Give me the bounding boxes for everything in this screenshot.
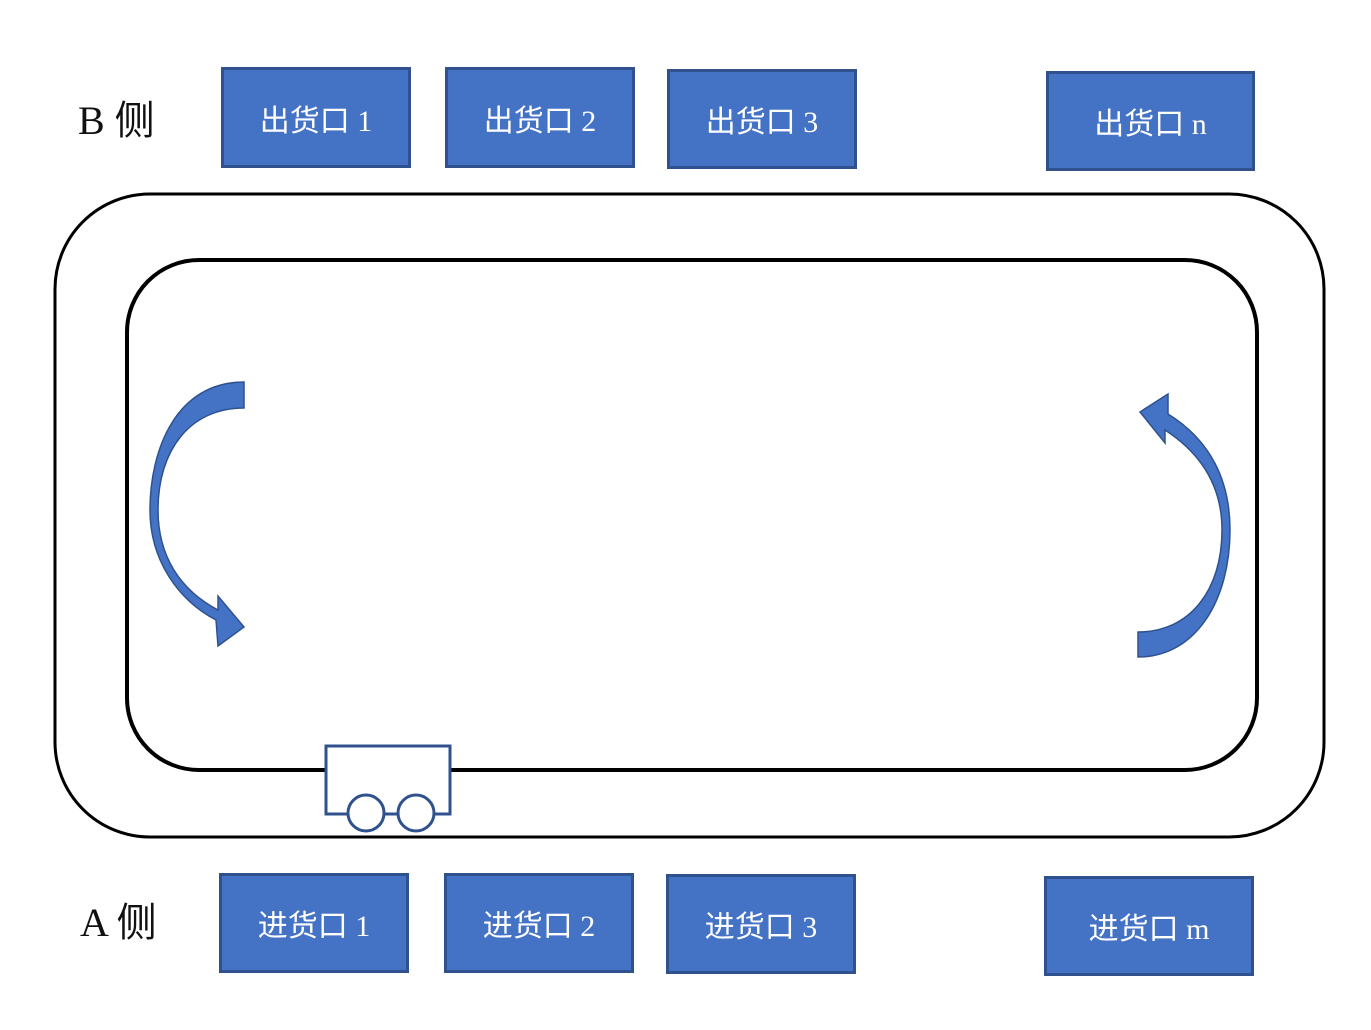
cart-wheel-right	[396, 793, 436, 833]
inlet-1: 进货口 1	[219, 873, 409, 973]
inner-track	[125, 258, 1259, 772]
outlet-1: 出货口 1	[221, 67, 411, 168]
right-curved-arrow	[1137, 392, 1231, 658]
side-b-label: B 侧	[78, 98, 155, 143]
side-a-label: A 侧	[80, 900, 157, 945]
inlet-2: 进货口 2	[444, 873, 634, 973]
left-curved-arrow	[149, 381, 246, 648]
outlet-n: 出货口 n	[1046, 71, 1255, 171]
outlet-3: 出货口 3	[667, 69, 857, 169]
shuttle-cart	[324, 744, 452, 833]
outer-track	[53, 192, 1326, 839]
inlet-3: 进货口 3	[666, 874, 856, 974]
inlet-m: 进货口 m	[1044, 876, 1254, 976]
outlet-2: 出货口 2	[445, 67, 635, 168]
cart-wheel-left	[346, 793, 386, 833]
